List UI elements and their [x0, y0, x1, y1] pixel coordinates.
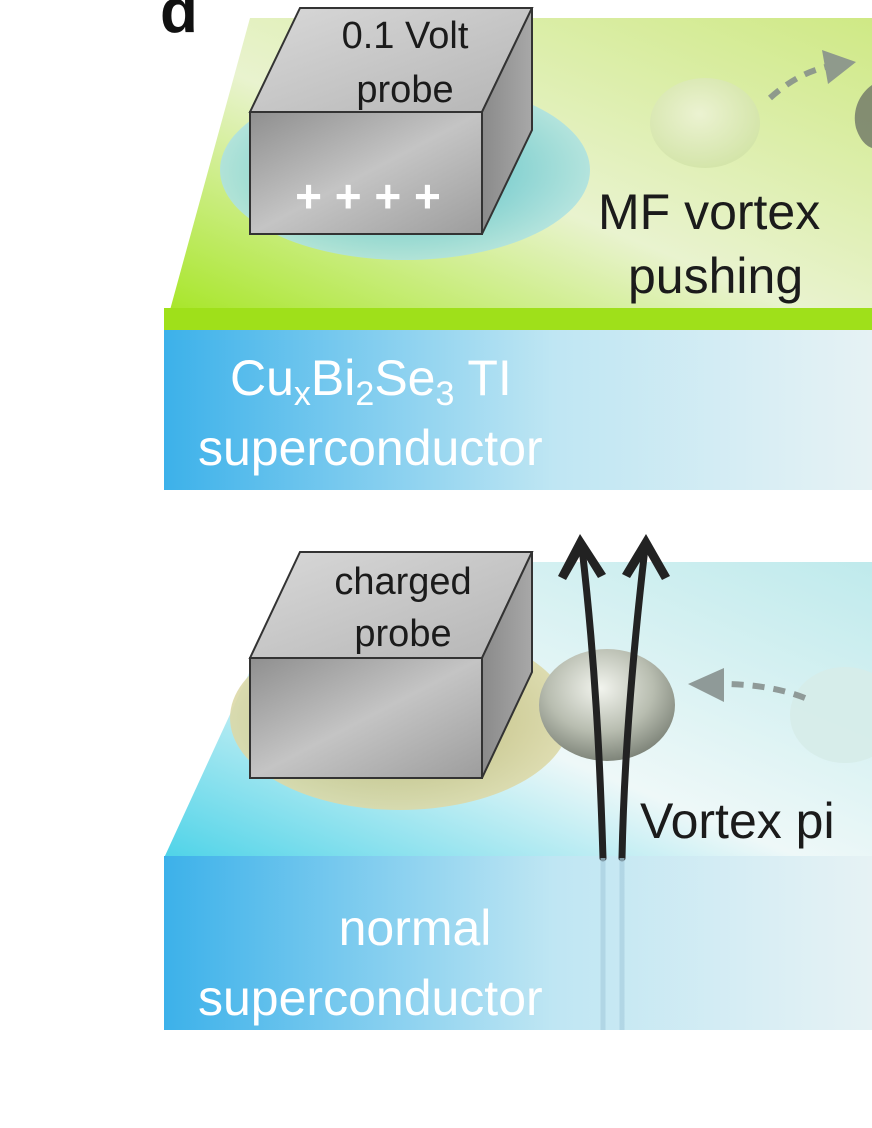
- formula-se: Se: [374, 350, 435, 406]
- push-arrow-dashed: [767, 63, 831, 101]
- formula-sub-x: x: [294, 375, 311, 413]
- push-arrow-head: [822, 50, 856, 84]
- normal-sc-label-line1: normal: [339, 900, 492, 956]
- top-surface-edge: [164, 308, 872, 330]
- magnetic-flux-lines: [578, 544, 649, 862]
- charged-probe-label-line2: probe: [354, 613, 451, 655]
- probe-label-line2: probe: [356, 69, 453, 111]
- vortex-label-line2: pushing: [628, 248, 803, 304]
- bottom-panel: charged probe Vortex pi normal supercond…: [164, 534, 872, 1030]
- flux-lines-in-slab: [600, 858, 625, 1030]
- mf-vortex-edge: [854, 85, 872, 148]
- vortex-ghost: [790, 667, 872, 763]
- formula-ti: TI: [454, 350, 511, 406]
- formula-bi: Bi: [311, 350, 355, 406]
- pin-arrow-dashed: [721, 681, 807, 701]
- voltage-probe-block: [248, 7, 534, 235]
- flux-arrow-head-right: [622, 534, 670, 580]
- charged-probe-label-line1: charged: [334, 561, 471, 603]
- top-substrate-slab: [164, 330, 872, 490]
- flux-arrow-head-left: [558, 534, 606, 580]
- probe-label-line1: 0.1 Volt: [342, 15, 469, 57]
- vortex-label-line1: MF vortex: [598, 184, 820, 240]
- mf-vortex-ghost: [650, 78, 760, 168]
- normal-sc-label-line2: superconductor: [198, 970, 543, 1026]
- panel-letter: d: [160, 0, 198, 46]
- bottom-substrate-slab: [164, 856, 872, 1030]
- formula-sub-2: 2: [355, 375, 374, 413]
- formula-sub-3: 3: [435, 375, 454, 413]
- vortex-pinning-label: Vortex pi: [640, 793, 835, 849]
- formula-cu: Cu: [230, 350, 294, 406]
- pin-arrow-head: [688, 668, 724, 702]
- charged-probe-block: [248, 551, 534, 779]
- probe-charge-signs: + + + +: [295, 170, 441, 222]
- top-panel: 0.1 Volt probe + + + + MF vortex pushing…: [164, 7, 872, 490]
- substrate-formula: CuxBi2Se3 TI: [230, 350, 512, 413]
- pinned-vortex: [539, 649, 675, 761]
- substrate-label-line2: superconductor: [198, 420, 543, 476]
